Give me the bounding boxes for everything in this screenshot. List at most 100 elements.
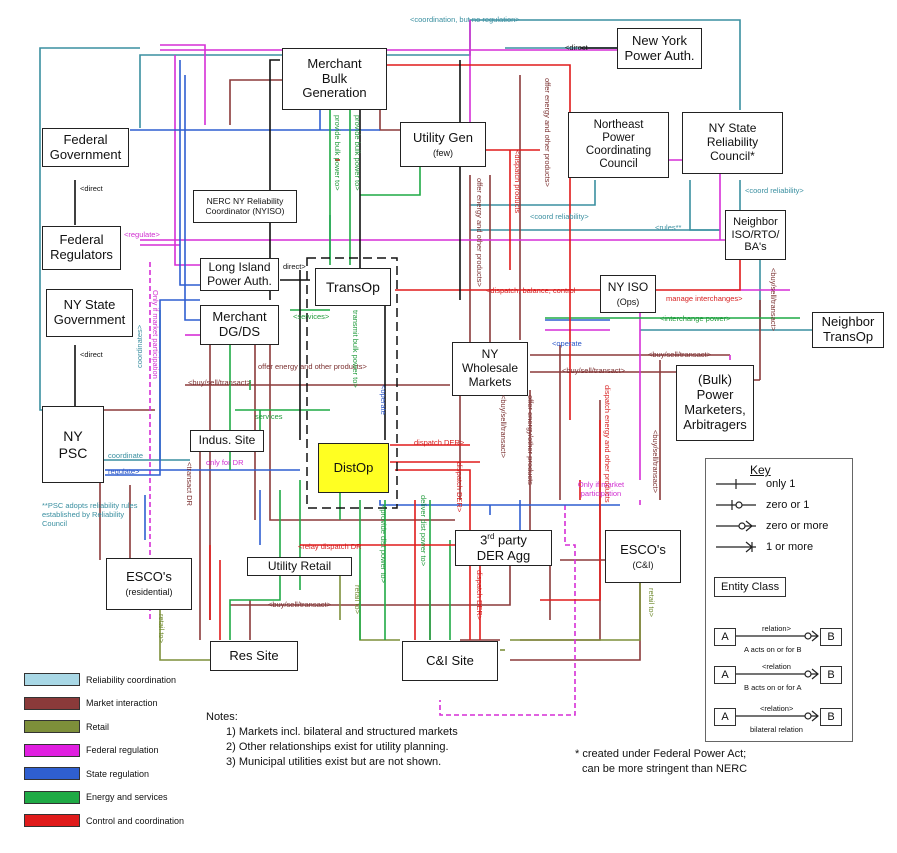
fedreg-line1: Federal [59, 232, 104, 248]
note-1: 1) Markets incl. bilateral and structure… [226, 726, 458, 738]
footnote-line1: * created under Federal Power Act; [575, 748, 747, 760]
key-ex3-rel: <relation> [760, 704, 794, 713]
key-ex3-caption: bilateral relation [750, 725, 803, 734]
label-direct-li: direct> [283, 262, 306, 271]
legend-swatch [24, 673, 80, 687]
merchant-bulk-line1: Merchant [307, 55, 362, 71]
key-ex1-caption: A acts on or for B [744, 645, 802, 654]
utility-gen: Utility Gen (few) [400, 122, 486, 167]
legend-row: State regulation [24, 762, 214, 786]
transop-label: TransOp [326, 278, 380, 295]
label-dispatch-der-v2: dispatch DER> [475, 570, 484, 621]
ny-psc: NY PSC [42, 406, 104, 483]
mdgds-line1: Merchant [212, 309, 267, 325]
key-title: Key [750, 463, 771, 477]
ci-site-label: C&I Site [426, 652, 474, 668]
label-only-dr: only for DR [206, 458, 244, 467]
key-zero-or-1: zero or 1 [766, 499, 810, 511]
label-coordinates-v: coordinates> [135, 324, 144, 368]
label-rules: <rules** [655, 223, 682, 232]
nerc-ny-reliability-coordinator: NERC NY Reliability Coordinator (NYISO) [193, 190, 297, 223]
der-agg-line1: 3rd party [480, 532, 527, 548]
legend-swatch [24, 790, 80, 804]
label-coord-no-reg: <coordination, but no regulation> [410, 15, 520, 24]
label-dispatch-balance: <dispatch, balance, control [486, 286, 576, 295]
key-symbols [716, 479, 819, 722]
der-agg-num: 3 [480, 532, 488, 548]
key-zero-or-more: zero or more [766, 520, 829, 532]
key-ex1-rel: relation> [762, 624, 791, 633]
key-ex1-b: B [820, 628, 842, 646]
neighbor-iso-line2: ISO/RTO/ [731, 228, 780, 241]
note-2: 2) Other relationships exist for utility… [226, 741, 449, 753]
key-entity-class: Entity Class [714, 577, 787, 597]
der-agg-line2: DER Agg [476, 547, 531, 563]
label-deliver-dist: deliver dist power to> [419, 495, 428, 567]
label-transact-dr: <transact DR [185, 462, 194, 506]
merchant-bulk-generation: Merchant Bulk Generation [282, 48, 387, 110]
legend-row: Energy and services [24, 786, 214, 810]
legend-row: Reliability coordination [24, 668, 214, 692]
ny-state-reliability-council: NY State Reliability Council* [682, 112, 783, 174]
label-retail-to-3: retail to> [647, 588, 656, 617]
key-ex3-a: A [714, 708, 736, 726]
fedreg-line2: Regulators [50, 247, 113, 262]
merchant-dg-ds: Merchant DG/DS [200, 305, 279, 345]
label-buy-sell-mid: <buy/sell/transact> [648, 350, 711, 359]
label-direct-fed: <direct [80, 184, 103, 193]
der-agg-sup: rd [487, 532, 495, 542]
npcc-line4: Council [599, 158, 638, 171]
note-3: 3) Municipal utilities exist but are not… [226, 756, 442, 768]
label-buy-sell-right: <buy/sell/transact> [769, 268, 778, 331]
key-box: Key only 1 zero or 1 zero or more 1 or m… [705, 458, 853, 742]
esco-res-line1: ESCO's [126, 569, 172, 585]
der-agg-party: party [494, 532, 527, 548]
notes: Notes: 1) Markets incl. bilateral and st… [206, 710, 458, 770]
nywm-line3: Markets [468, 374, 512, 389]
res-site-label: Res Site [229, 647, 279, 663]
transop: TransOp [315, 268, 391, 306]
label-coord-reliability-1: <coord reliability> [530, 212, 589, 221]
label-buy-sell-bottom: <buy/sell/transact> [268, 600, 331, 609]
legend-swatch [24, 767, 80, 781]
label-regulate-fed: <regulate> [124, 230, 160, 239]
lipa-line1: Long Island [208, 259, 271, 274]
legend-label: Reliability coordination [86, 674, 177, 685]
nysrc-line2: Reliability [706, 135, 759, 150]
label-retail-to-1: retail to> [157, 614, 166, 643]
northeast-power-coordinating-council: Northeast Power Coordinating Council [568, 112, 669, 178]
nywm-line2: Wholesale [461, 361, 519, 376]
key-ex3-b: B [820, 708, 842, 726]
key-one-or-more: 1 or more [766, 541, 814, 553]
footnote-line2: can be more stringent than NERC [582, 763, 748, 775]
label-retail-to-2: retail to> [353, 585, 362, 614]
label-provide-bulk-2: provide bulk power to> [353, 115, 362, 191]
merchant-bulk-line3: Generation [302, 85, 367, 101]
fedgov-line1: Federal [63, 131, 108, 147]
res-site: Res Site [210, 641, 298, 671]
key-only1: only 1 [766, 478, 796, 490]
key-ex2-rel: <relation [762, 662, 791, 671]
nypa-line1: New York [632, 32, 687, 48]
ny-wholesale-markets: NY Wholesale Markets [452, 342, 528, 396]
bpm-line3: Marketers, [684, 402, 746, 417]
psc-reliability-note: **PSC adopts reliability rules establish… [42, 501, 138, 528]
legend-swatch [24, 814, 80, 828]
nysrc-line1: NY State [708, 121, 757, 136]
esco-residential: ESCO's (residential) [106, 558, 192, 610]
label-offer-energy-mid: offer energy and other products> [475, 178, 484, 287]
indus-label: Indus. Site [198, 433, 256, 448]
legend-label: State regulation [86, 768, 150, 779]
label-offer-energy-top: offer energy and other products> [543, 78, 552, 187]
nysgov-line2: Government [53, 312, 126, 327]
label-operate: <operate [552, 339, 582, 348]
label-coord-reliability-2: <coord reliability> [745, 186, 804, 195]
legend-row: Control and coordination [24, 809, 214, 833]
neighbor-iso-line3: BA's [744, 241, 767, 254]
color-legend: Reliability coordination Market interact… [24, 668, 214, 833]
footnote: * created under Federal Power Act; can b… [575, 747, 747, 777]
key-ex2-caption: B acts on or for A [744, 683, 802, 692]
mdgds-line2: DG/DS [218, 324, 261, 339]
legend-row: Retail [24, 715, 214, 739]
esco-ci-sub: (C&I) [632, 559, 654, 570]
